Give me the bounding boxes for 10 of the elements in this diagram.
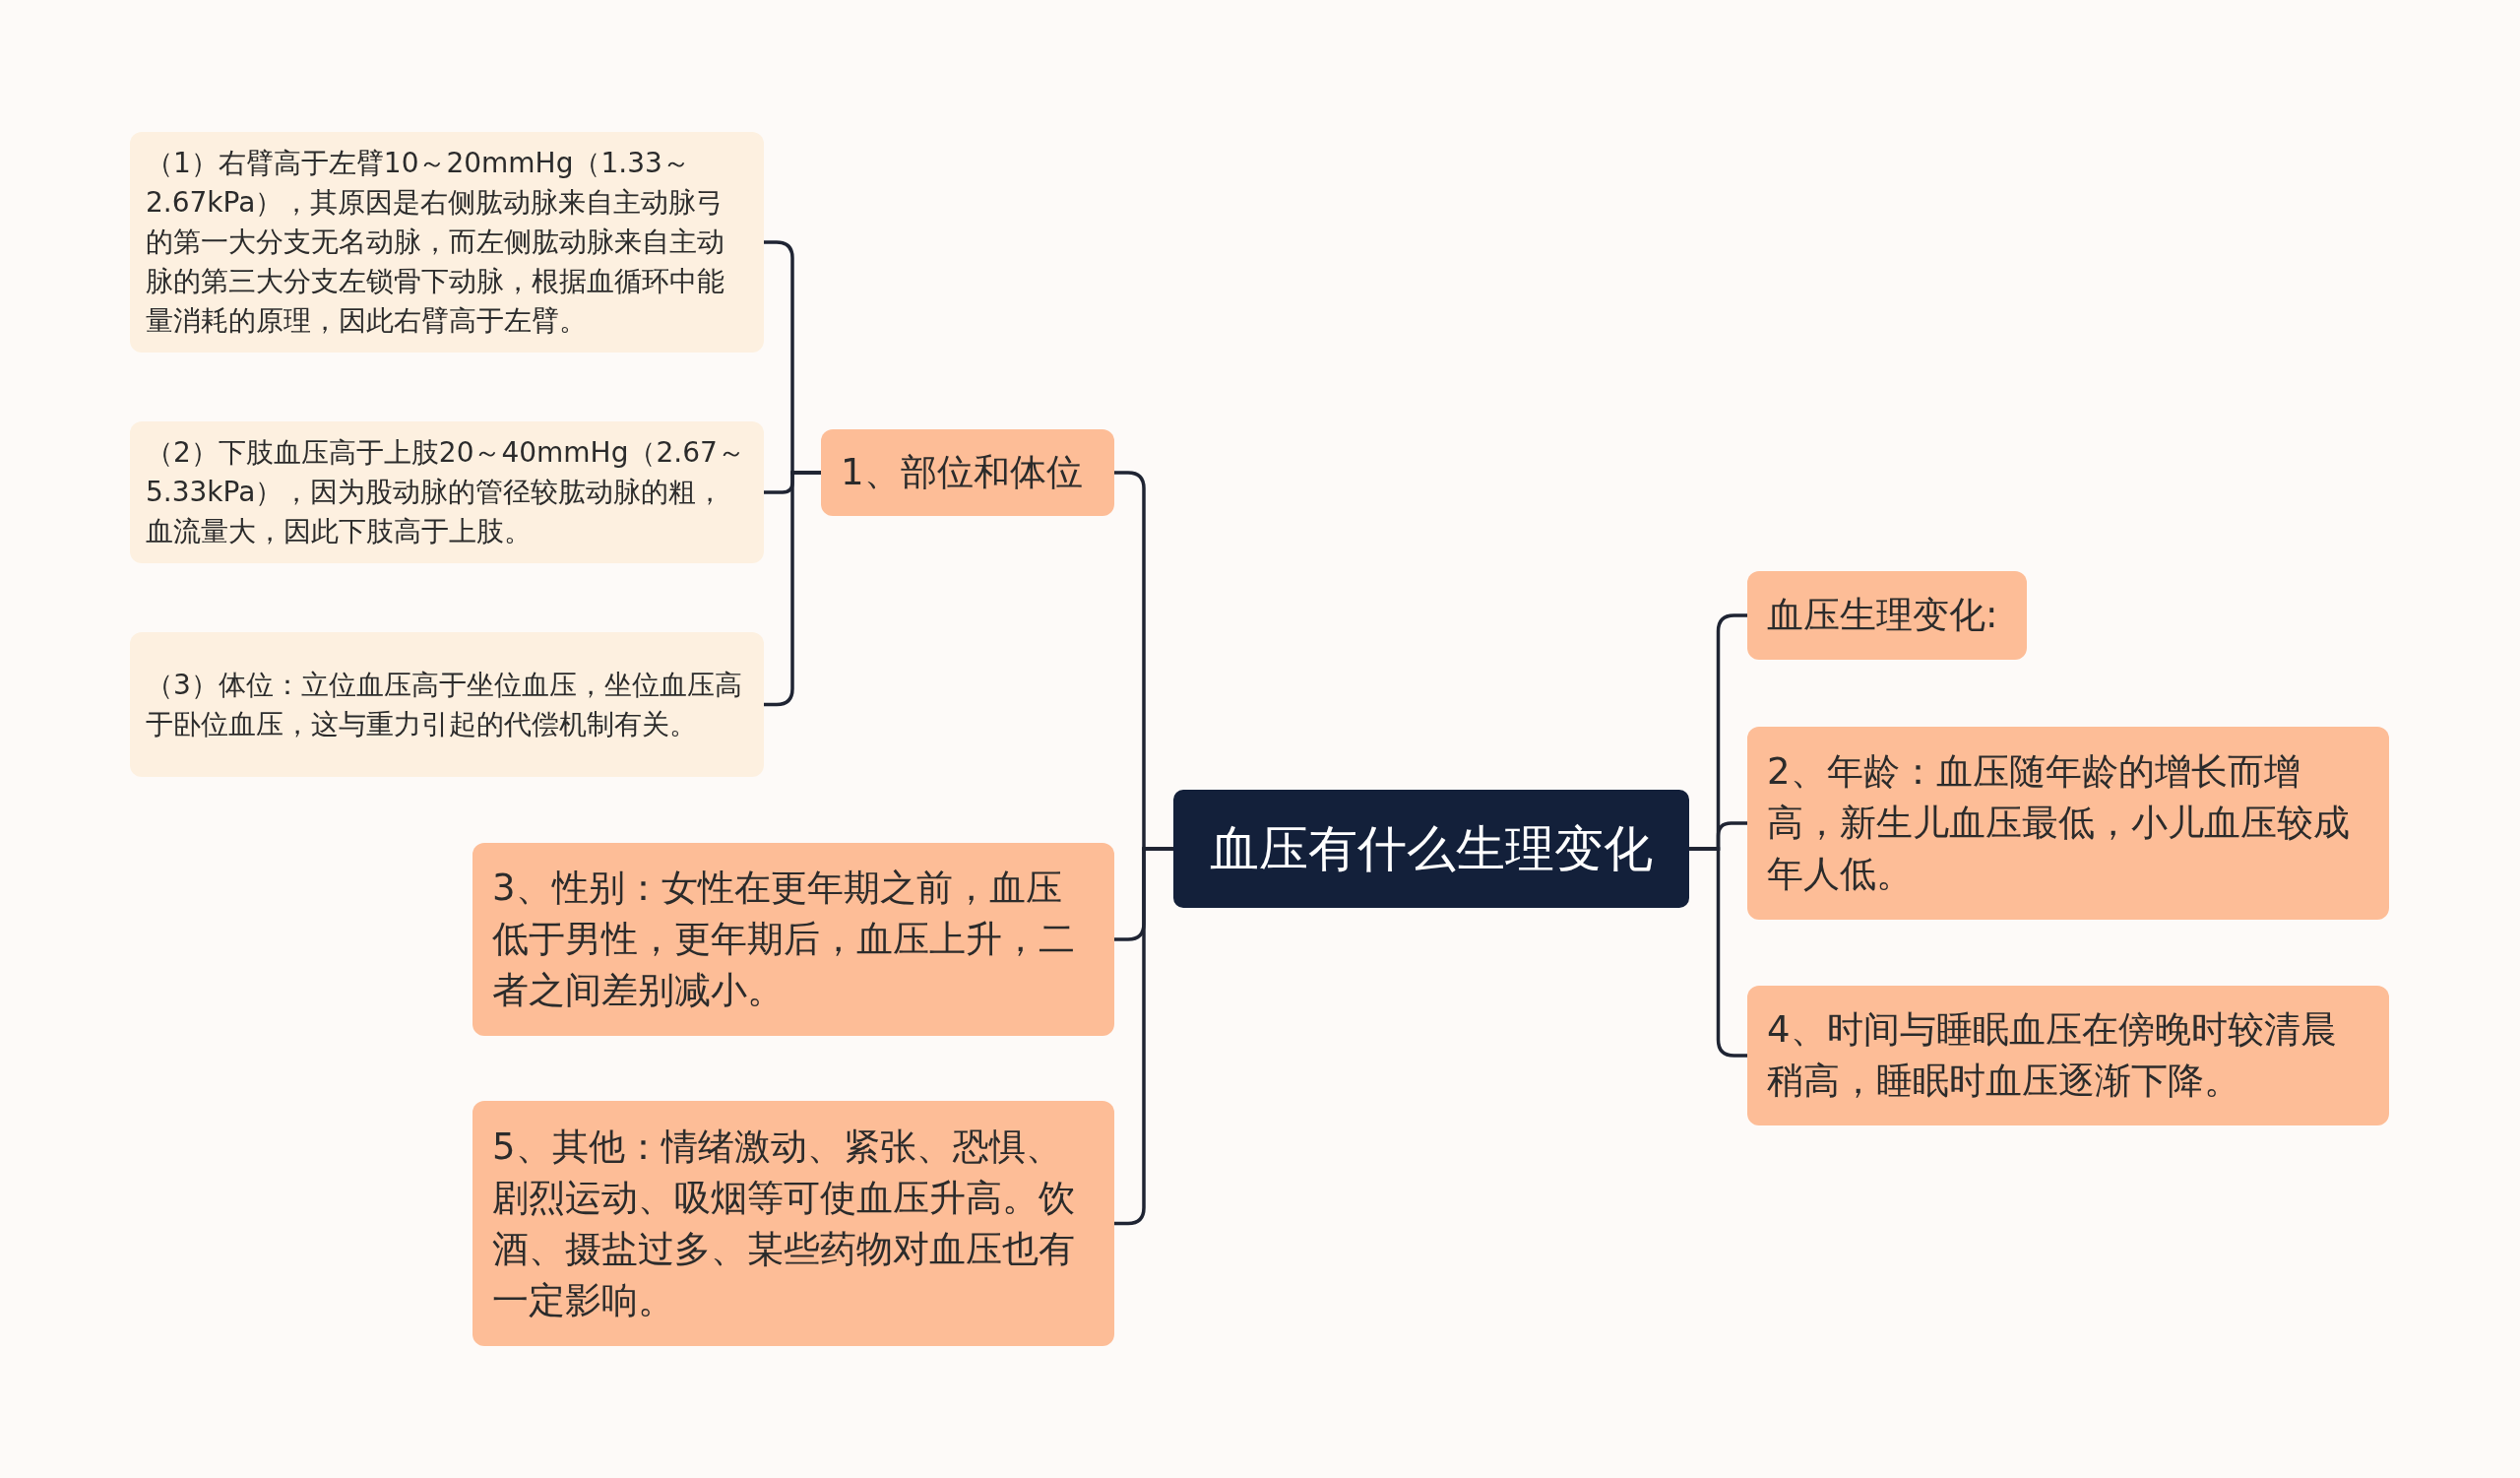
topic-box: 3、性别：女性在更年期之前，血压低于男性，更年期后，血压上升，二者之间差别减小。 bbox=[472, 843, 1114, 1036]
topic-box: 血压生理变化: bbox=[1747, 571, 2027, 660]
center-topic-box: 血压有什么生理变化 bbox=[1173, 790, 1689, 908]
topic-box: 1、部位和体位 bbox=[821, 429, 1114, 516]
topic-box: 5、其他：情绪激动、紧张、恐惧、剧烈运动、吸烟等可使血压升高。饮酒、摄盐过多、某些药物对血压也有一定影响。 bbox=[472, 1101, 1114, 1346]
topic-box: 4、时间与睡眠血压在傍晚时较清晨稍高，睡眠时血压逐渐下降。 bbox=[1747, 986, 2389, 1125]
detail-box: （3）体位：立位血压高于坐位血压，坐位血压高于卧位血压，这与重力引起的代偿机制有关。 bbox=[130, 632, 764, 777]
detail-box: （2）下肢血压高于上肢20～40mmHg（2.67～5.33kPa），因为股动脉的管径较肱动脉的粗，血流量大，因此下肢高于上肢。 bbox=[130, 421, 764, 563]
topic-box: 2、年龄：血压随年龄的增长而增高，新生儿血压最低，小儿血压较成年人低。 bbox=[1747, 727, 2389, 920]
detail-box: （1）右臂高于左臂10～20mmHg（1.33～2.67kPa），其原因是右侧肱动脉来自主动脉弓的第一大分支无名动脉，而左侧肱动脉来自主动脉的第三大分支左锁骨下动脉，根据血循环中能量消耗的原理，因此右臂高于左臂。 bbox=[130, 132, 764, 353]
